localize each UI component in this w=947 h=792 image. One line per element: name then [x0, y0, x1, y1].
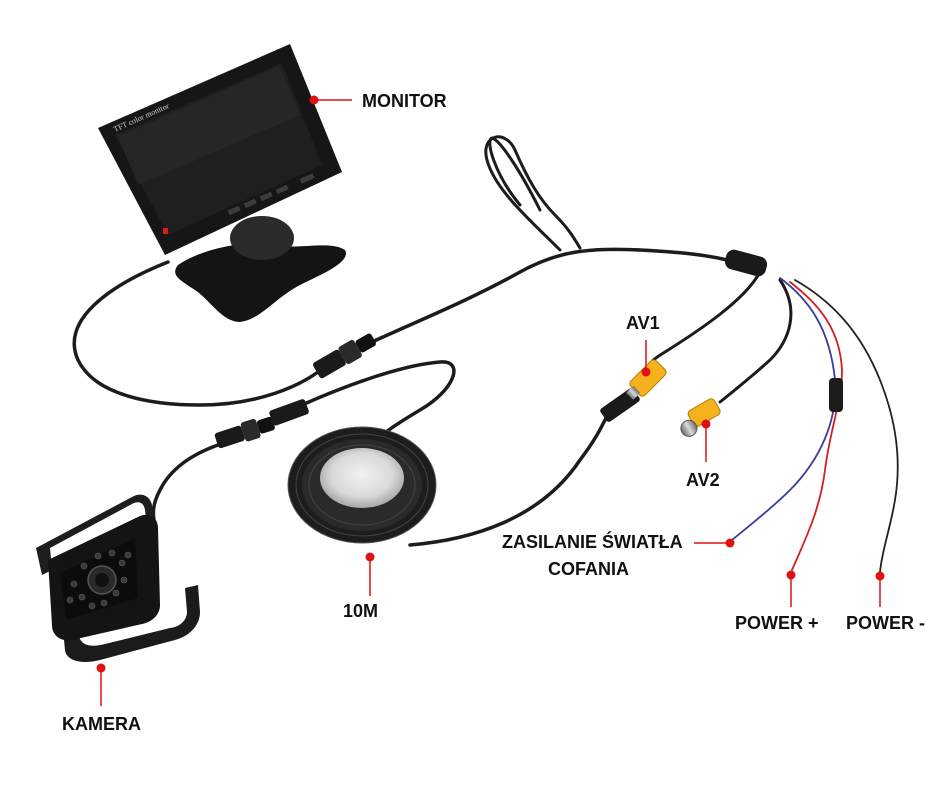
label-zasilanie-line2: COFANIA [548, 559, 629, 579]
av1-branch-cable [646, 270, 762, 370]
marker-av2 [701, 419, 711, 462]
aviation-connector-main [313, 333, 376, 379]
rca-av2 [680, 398, 721, 437]
marker-monitor [309, 95, 352, 105]
label-av2: AV2 [686, 470, 720, 490]
monitor-screen-glass [118, 66, 300, 185]
inline-fuse [829, 378, 843, 412]
splitter-block [724, 249, 768, 277]
coil-loop [484, 135, 582, 252]
power-led [163, 228, 168, 234]
coil-loop-2 [488, 136, 542, 212]
label-zasilanie-line1: ZASILANIE ŚWIATŁA [502, 532, 683, 552]
cables [72, 135, 793, 547]
power-wires [731, 277, 899, 573]
wire-blue [731, 277, 837, 541]
monitor-device: TFT color monitor [98, 44, 346, 322]
camera-ir-leds [66, 549, 132, 610]
monitor-mount [230, 216, 294, 260]
reel-output-cable [408, 416, 608, 547]
label-monitor: MONITOR [362, 91, 447, 111]
label-power-plus: POWER + [735, 613, 819, 633]
camera-device [36, 494, 200, 662]
label-av1: AV1 [626, 313, 660, 333]
markers [96, 95, 885, 706]
label-power-minus: POWER - [846, 613, 925, 633]
marker-zasilanie [694, 538, 735, 548]
monitor-cable [72, 260, 320, 407]
monitor-stand [175, 243, 346, 322]
wire-red [789, 281, 843, 571]
camera-extension-cable [300, 360, 456, 447]
monitor-buttons [227, 173, 315, 216]
camera-lens-inner [95, 573, 109, 587]
aviation-connector-camera-2 [269, 399, 309, 426]
marker-10m [365, 552, 375, 596]
marker-power-minus [875, 571, 885, 607]
trunk-cable [370, 247, 737, 344]
av2-branch-cable [718, 278, 793, 404]
label-kamera: KAMERA [62, 714, 141, 734]
camera-bracket [60, 585, 200, 662]
marker-power-plus [786, 570, 796, 607]
label-cable-length: 10M [343, 601, 379, 621]
marker-kamera [96, 663, 106, 706]
camera-lead-cable [151, 443, 220, 532]
aviation-connector-camera-1 [214, 416, 275, 449]
camera-sunshield [36, 494, 156, 575]
wire-black [794, 279, 899, 573]
marker-av1 [641, 340, 651, 377]
rca-av1 [626, 359, 667, 400]
cable-reel [287, 426, 437, 544]
